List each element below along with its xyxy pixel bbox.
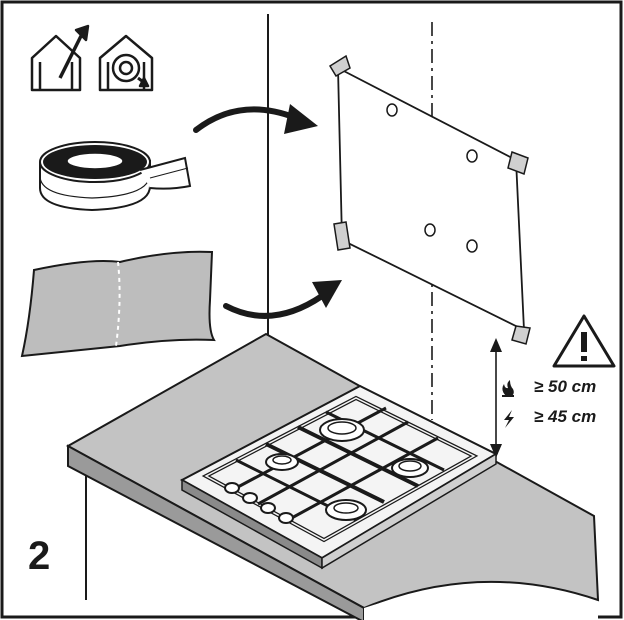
template-hole [424, 223, 436, 237]
flame-icon [502, 380, 514, 397]
arrow-tape-to-wall [193, 104, 318, 134]
sealing-tape-roll [39, 141, 192, 212]
template-hole [386, 103, 398, 117]
gas-clearance-label: ≥ 50 cm [512, 378, 596, 395]
step-number: 2 [28, 534, 51, 578]
electric-clearance-value: ≥ 45 cm [534, 407, 597, 426]
warning-triangle-icon [552, 314, 616, 368]
control-knobs [224, 482, 294, 524]
paper-template-sheet [20, 250, 216, 358]
lightning-icon [504, 410, 514, 428]
template-hole [466, 239, 478, 253]
template-hole [466, 149, 478, 163]
electric-clearance-label: ≥ 45 cm [512, 408, 596, 425]
gas-clearance-value: ≥ 50 cm [534, 377, 597, 396]
house-recirculation-icon [98, 34, 154, 92]
house-vent-outside-icon [30, 24, 90, 92]
gas-hob [179, 384, 499, 570]
arrow-template-to-wall [223, 280, 342, 319]
clearance-dimension [490, 338, 502, 458]
mounting-template [328, 54, 531, 345]
